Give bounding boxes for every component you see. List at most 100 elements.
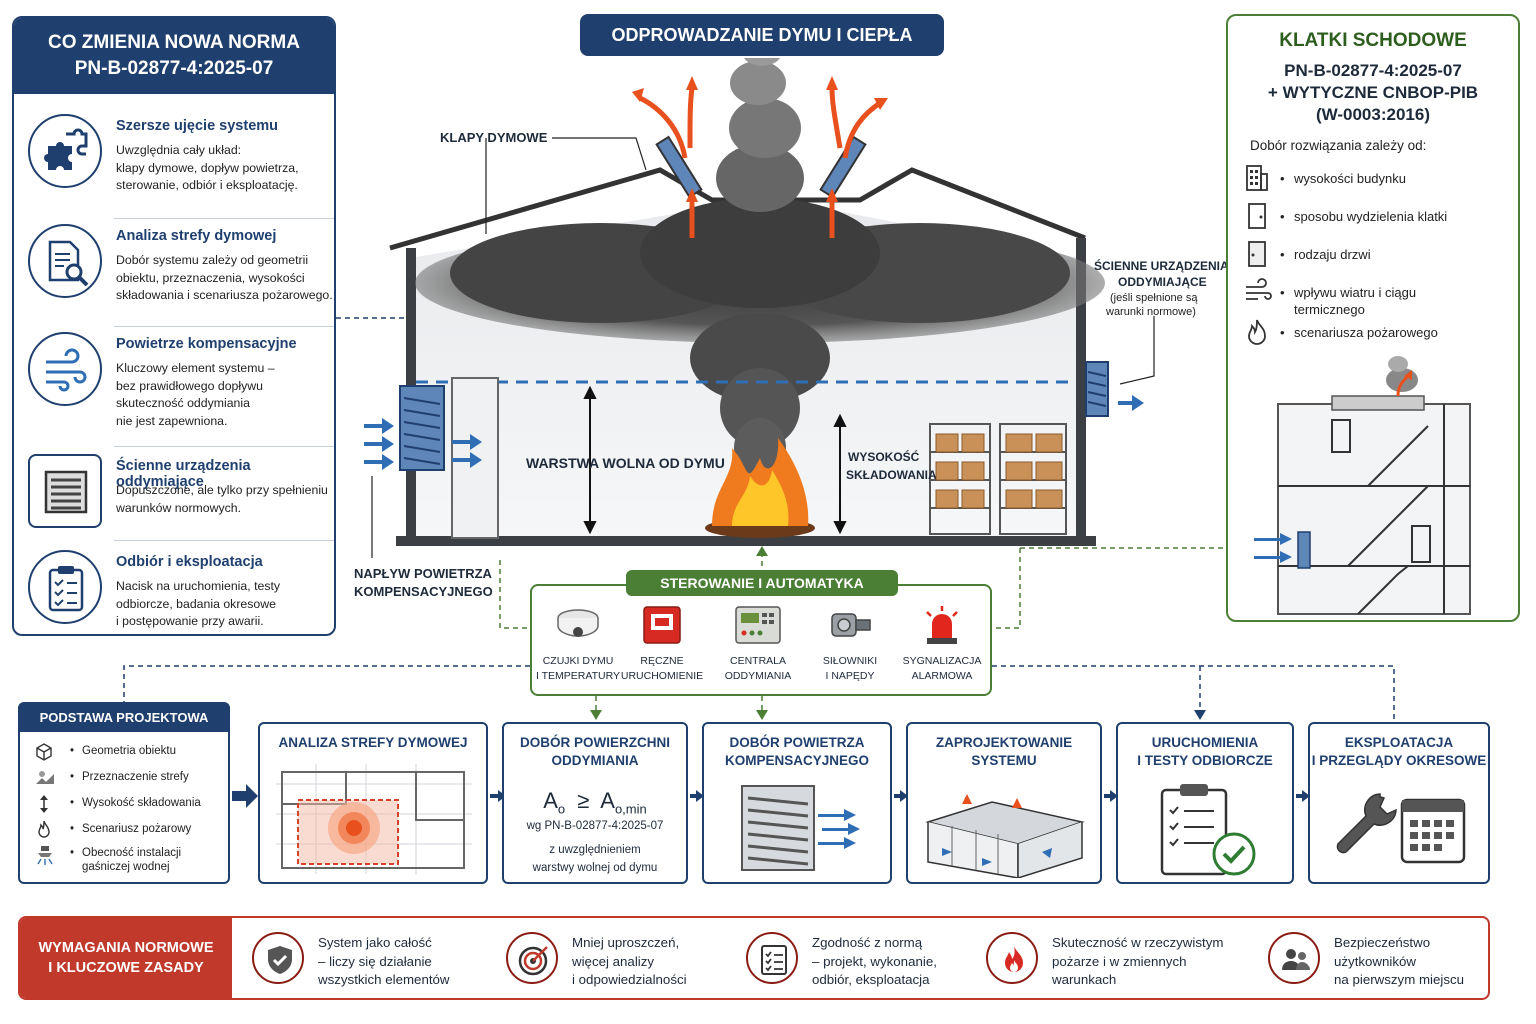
door-type-icon — [1248, 241, 1266, 267]
smoke-plume — [716, 58, 804, 212]
staircase-panel: KLATKI SCHODOWE PN-B-02877-4:2025-07 + W… — [1226, 14, 1520, 622]
norm-changes-header: CO ZMIENIA NOWA NORMA PN-B-02877-4:2025-… — [14, 18, 334, 94]
wall-vent-icon — [44, 470, 88, 514]
air-inflow-arrows — [364, 418, 482, 470]
sprinkler-icon — [37, 846, 53, 865]
puzzle-icon — [44, 128, 88, 170]
wall-devices-label: ODDYMIAJĄCE — [1118, 275, 1207, 289]
process-step-operation: EKSPLOATACJA I PRZEGLĄDY OKRESOWE — [1308, 722, 1490, 884]
norm-change-title: Ścienne urządzenia oddymiające — [116, 458, 251, 490]
process-step-makeup-air-selection: DOBÓR POWIETRZA KOMPENSACYJNEGO — [702, 722, 892, 884]
norm-change-desc: Uwzględnia cały układ: klapy dymowe, dop… — [116, 143, 299, 192]
fire-icon — [1005, 946, 1023, 972]
key-requirement: Skuteczność w rzeczywistym pożarze i w z… — [986, 918, 1236, 998]
smoke-vents-label: KLAPY DYMOWE — [440, 130, 548, 145]
height-arrow-icon — [40, 795, 48, 813]
automation-item: SYGNALIZACJA ALARMOWA — [888, 604, 996, 684]
automation-item: CENTRALA ODDYMIANIA — [712, 604, 804, 684]
smoke-vent-flap — [819, 135, 867, 199]
automation-item: SIŁOWNIKI I NAPĘDY — [804, 604, 896, 684]
storage-height-label: WYSOKOŚĆ — [848, 450, 920, 464]
automation-title: STEROWANIE I AUTOMATYKA — [626, 570, 898, 596]
staircase-factor: wpływu wiatru i ciągu termicznego — [1244, 278, 1514, 317]
wall-devices-note: (jeśli spełnione są — [1110, 292, 1198, 304]
door-icon — [1248, 203, 1266, 229]
design-basis-panel: PODSTAWA PROJEKTOWA Geometria obiektu Pr… — [18, 702, 230, 884]
louver-icon — [741, 785, 860, 871]
vent-area-formula: Ao ≥ Ao,min — [504, 788, 686, 816]
key-requirement-text: Skuteczność w rzeczywistym pożarze i w z… — [1052, 935, 1224, 987]
norm-change-item: Szersze ujęcie systemu Uwzględnia cały u… — [14, 102, 334, 220]
storage-height-label: SKŁADOWANIA — [846, 468, 937, 482]
staircase-intro: Dobór rozwiązania zależy od: — [1250, 138, 1427, 153]
formula-note: wg PN-B-02877-4:2025-07 — [526, 820, 664, 832]
air-inlet-louver — [399, 385, 445, 471]
design-basis-title: PODSTAWA PROJEKTOWA — [20, 704, 228, 732]
air-flow-icon — [46, 348, 87, 392]
divider — [114, 540, 334, 541]
users-icon — [1282, 949, 1310, 970]
document-search-icon — [48, 240, 89, 286]
automation-label: CENTRALA ODDYMIANIA — [724, 655, 792, 682]
norm-changes-code: PN-B-02877-4:2025-07 — [74, 58, 274, 79]
formula-lhs: A — [543, 788, 558, 813]
process-step-system-design: ZAPROJEKTOWANIE SYSTEMU — [906, 722, 1102, 884]
key-requirement-text: Zgodność z normą – projekt, wykonanie, o… — [812, 935, 937, 987]
norm-change-item: Odbiór i eksploatacja Nacisk na uruchomi… — [14, 538, 334, 634]
formula-note: z uwzględnieniem — [549, 844, 641, 856]
norm-changes-panel: CO ZMIENIA NOWA NORMA PN-B-02877-4:2025-… — [12, 16, 336, 636]
process-step-title: URUCHOMIENIA I TESTY ODBIORCZE — [1137, 735, 1273, 768]
building-illustration — [364, 58, 1155, 558]
building-icon — [1246, 165, 1268, 191]
norm-changes-title: CO ZMIENIA NOWA NORMA — [48, 32, 300, 53]
hall-3d-icon — [925, 794, 1085, 878]
air-inflow-label: NAPŁYW POWIETRZA — [354, 566, 492, 581]
staircase-norm: PN-B-02877-4:2025-07 — [1284, 61, 1462, 80]
staircase-factor-text: wpływu wiatru i ciągu termicznego — [1280, 284, 1416, 318]
automation-label: RĘCZNE URUCHOMIENIE — [620, 655, 704, 682]
process-step-title: ZAPROJEKTOWANIE SYSTEMU — [935, 735, 1073, 768]
process-step-vent-area-selection: DOBÓR POWIERZCHNI ODDYMIANIA Ao ≥ Ao,min… — [502, 722, 688, 884]
fire — [705, 438, 815, 538]
wind-icon — [1246, 278, 1272, 300]
staircase-factor-text: scenariusza pożarowego — [1280, 324, 1438, 341]
norm-change-desc: Dobór systemu zależy od geometrii obiekt… — [116, 253, 333, 302]
norm-change-title: Odbiór i eksploatacja — [116, 554, 263, 570]
flame-icon — [38, 820, 50, 838]
smoke-vent-flap — [655, 135, 703, 199]
norm-change-item: Analiza strefy dymowej Dobór systemu zal… — [14, 212, 334, 330]
smoke-free-layer-label: WARSTWA WOLNA OD DYMU — [526, 455, 725, 471]
design-basis-text: Wysokość składowania — [70, 796, 201, 810]
process-step-title: DOBÓR POWIERZCHNI ODDYMIANIA — [520, 735, 670, 768]
staircase-factor-text: rodzaju drzwi — [1280, 246, 1371, 263]
wall-smoke-exhaust-device — [1085, 361, 1144, 417]
key-requirement-text: Mniej uproszczeń, więcej analizy i odpow… — [572, 935, 687, 987]
staircase-title: KLATKI SCHODOWE — [1279, 30, 1467, 51]
divider — [114, 218, 334, 219]
manual-call-point-icon — [643, 606, 681, 644]
staircase-factor: scenariusza pożarowego — [1244, 318, 1514, 350]
key-requirement-text: Bezpieczeństwo użytkowników na pierwszym… — [1334, 935, 1465, 987]
hall-floor — [396, 536, 1096, 546]
actuator-icon — [831, 613, 871, 637]
wall-devices-note: warunki normowe) — [1106, 306, 1196, 318]
wall-devices-label: ŚCIENNE URZĄDZENIA — [1094, 259, 1229, 273]
norm-change-title: Analiza strefy dymowej — [116, 228, 277, 244]
air-inflow-label: KOMPENSACYJNEGO — [354, 584, 493, 599]
staircase-factor: sposobu wydzielenia klatki — [1244, 202, 1514, 234]
shield-check-icon — [268, 946, 292, 974]
norm-change-item: Ścienne urządzenia oddymiające Dopuszczo… — [14, 442, 334, 560]
alarm-light-icon — [926, 606, 958, 644]
norm-change-title: Powietrze kompensacyjne — [116, 336, 297, 352]
control-panel-icon — [735, 606, 781, 644]
design-basis-text: Scenariusz pożarowy — [70, 822, 191, 836]
zone-icon — [36, 771, 54, 784]
process-step-commissioning: URUCHOMIENIA I TESTY ODBIORCZE — [1116, 722, 1294, 884]
formula-lhs-sub: o — [557, 801, 566, 817]
fire-icon — [1248, 319, 1266, 345]
key-requirement: Mniej uproszczeń, więcej analizy i odpow… — [506, 918, 756, 998]
checklist-icon — [761, 945, 787, 975]
floor-plan-icon — [276, 764, 472, 874]
divider — [114, 446, 334, 447]
